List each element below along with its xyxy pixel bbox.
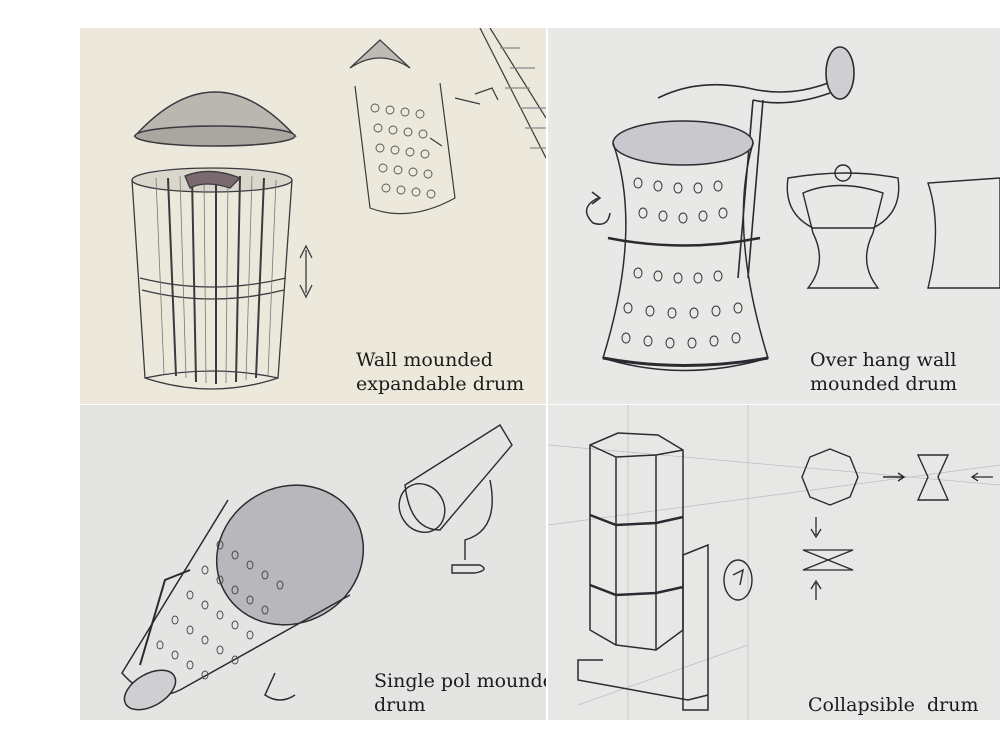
octagonal-drum-icon	[577, 432, 709, 711]
caption-line: mounded drum	[810, 373, 958, 395]
caption-single-pol: Single pol mounded drum	[374, 669, 546, 717]
collapse-arrows-icon	[802, 472, 993, 600]
overhang-drum-sketch	[585, 46, 1000, 372]
sketch-panel-over-hang-wall: Over hang wall mounded drum	[548, 28, 1000, 404]
caption-over-hang-wall: Over hang wall mounded drum	[810, 348, 957, 396]
pole-stand-icon	[398, 424, 513, 574]
double-arrow-icon	[299, 244, 313, 299]
caption-wall-mounded-expandable: Wall mounded expandable drum	[356, 348, 524, 396]
collapsible-drum-sketch	[548, 405, 1000, 720]
caption-line: drum	[374, 694, 426, 716]
wall-bracket-icon	[349, 28, 546, 215]
caption-line: Single pol mounded	[374, 670, 546, 692]
rotate-arrow-icon	[585, 191, 611, 225]
rotate-arrow-icon	[723, 559, 753, 601]
tilted-perforated-drum-icon	[121, 484, 365, 711]
expandable-drum-sketch	[131, 28, 546, 390]
sketch-panel-collapsible: Collapsible drum	[548, 405, 1000, 720]
wall-arm-icon	[657, 46, 855, 279]
slatted-drum-icon	[131, 167, 293, 390]
sketch-panel-wall-mounded-expandable: Wall mounded expandable drum	[80, 28, 546, 404]
caption-line: expandable drum	[356, 373, 525, 395]
sketch-panel-single-pol: Single pol mounded drum	[80, 405, 546, 720]
caption-line: Collapsible drum	[808, 694, 979, 716]
dome-lid-icon	[133, 91, 297, 147]
caption-line: Wall mounded	[356, 349, 493, 371]
pole-drum-sketch	[121, 424, 513, 711]
side-view-drum-icon	[786, 164, 1000, 289]
octagon-section-icon	[801, 448, 950, 506]
caption-collapsible: Collapsible drum	[808, 693, 979, 717]
caption-line: Over hang wall	[810, 349, 957, 371]
perforated-drum-icon	[602, 120, 769, 372]
